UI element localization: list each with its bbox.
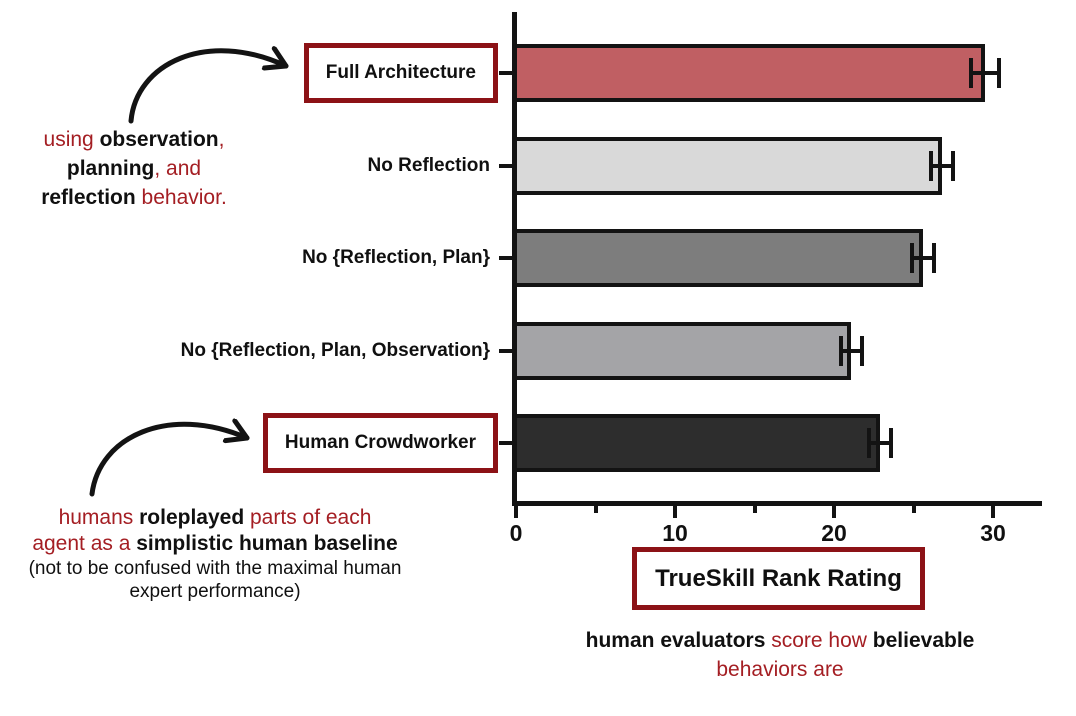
rich-text-line: planning, and [66, 157, 202, 180]
x-tick-label: 30 [980, 520, 1006, 546]
category-label: No {Reflection, Plan} [302, 247, 490, 268]
axis-caption: human evaluators score how believable beh… [530, 626, 1030, 684]
x-tick-label: 10 [662, 520, 688, 546]
x-tick-major [832, 505, 836, 518]
x-tick-minor [752, 505, 757, 513]
rich-text-line: expert performance) [129, 581, 301, 602]
x-tick-minor [593, 505, 598, 513]
y-tick [499, 441, 512, 445]
error-bar-line [911, 256, 935, 260]
error-bar-cap-left [928, 151, 933, 181]
error-bar-cap-left [866, 428, 871, 458]
error-bar-cap-left [968, 58, 973, 88]
error-bar-cap-right [889, 428, 894, 458]
x-tick-major [991, 505, 995, 518]
error-bar-line [868, 441, 892, 445]
category-label: Human Crowdworker [262, 413, 498, 473]
error-bar-cap-right [932, 243, 937, 273]
rich-text-line: humans roleplayed parts of each [58, 506, 372, 529]
annotation-top-left: using observation, planning, and reflectio… [14, 125, 254, 212]
annotation-bottom-left: humans roleplayed parts of each agent as … [10, 505, 420, 603]
category-label: No Reflection [367, 155, 490, 176]
bar [513, 414, 880, 472]
rich-text-line: behaviors are [716, 658, 844, 681]
error-bar-cap-right [951, 151, 956, 181]
rich-text-line: human evaluators score how believable [585, 629, 975, 652]
y-tick [499, 349, 512, 353]
category-label: Full Architecture [303, 43, 498, 103]
x-tick-label: 0 [509, 520, 523, 546]
rich-text-line: using observation, [43, 128, 225, 151]
error-bar-line [930, 164, 954, 168]
error-bar-cap-right [997, 58, 1002, 88]
error-bar-line [841, 349, 862, 353]
y-tick [499, 164, 512, 168]
category-label: No {Reflection, Plan, Observation} [180, 340, 490, 361]
x-tick-major [673, 505, 677, 518]
rich-text-line: reflection behavior. [41, 186, 227, 209]
xlabel-text: TrueSkill Rank Rating [655, 564, 902, 592]
x-tick-minor [911, 505, 916, 513]
error-bar-line [970, 71, 1000, 75]
x-axis-line [512, 501, 1042, 506]
bar [513, 137, 942, 195]
bar [513, 322, 851, 380]
xlabel-box: TrueSkill Rank Rating [632, 547, 925, 610]
bar [513, 44, 985, 102]
rich-text-line: (not to be confused with the maximal hum… [28, 558, 402, 579]
y-tick [499, 256, 512, 260]
x-tick-label: 20 [821, 520, 847, 546]
error-bar-cap-left [909, 243, 914, 273]
error-bar-cap-right [859, 336, 864, 366]
bar [513, 229, 923, 287]
y-tick [499, 71, 512, 75]
x-tick-major [514, 505, 518, 518]
error-bar-cap-left [839, 336, 844, 366]
rich-text-line: agent as a simplistic human baseline [32, 532, 398, 555]
